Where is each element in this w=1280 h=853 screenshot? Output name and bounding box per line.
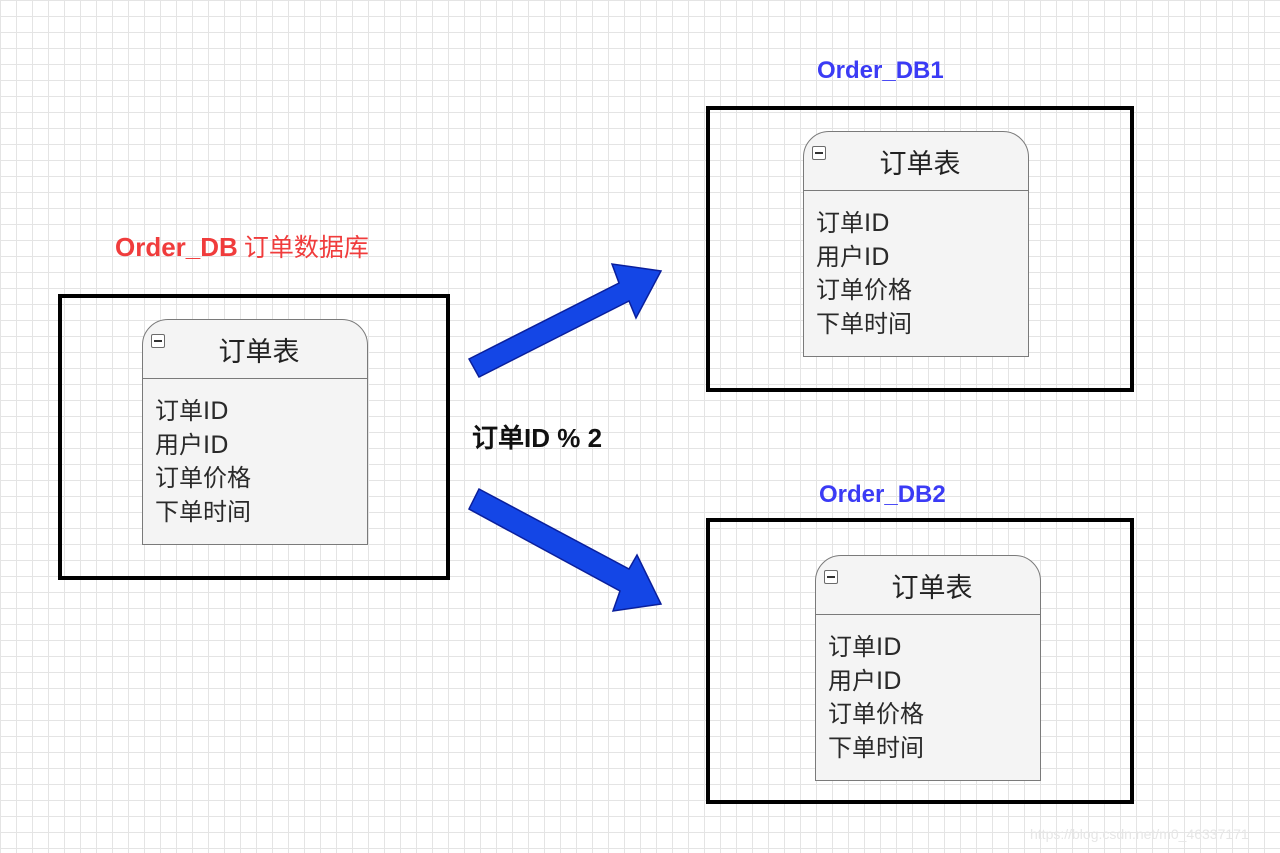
collapse-icon[interactable] <box>151 334 165 348</box>
source-db-description: 订单数据库 <box>243 233 369 262</box>
table-field: 用户ID <box>828 666 902 695</box>
table-field: 订单ID <box>155 397 229 425</box>
table-field: 订单ID <box>828 633 902 661</box>
table-field: 下单时间 <box>828 733 924 762</box>
table-field: 订单价格 <box>155 464 251 492</box>
target-db2-table-title: 订单表 <box>891 572 973 604</box>
target-db2-table-header: 订单表 <box>816 556 1040 615</box>
collapse-icon[interactable] <box>812 146 826 160</box>
target-db2-box <box>706 518 1134 804</box>
table-field: 下单时间 <box>155 497 251 526</box>
table-field: 订单价格 <box>816 276 912 304</box>
collapse-icon[interactable] <box>824 570 838 584</box>
target-db1-box <box>706 106 1134 392</box>
target-db1-table-header: 订单表 <box>804 132 1028 191</box>
target-db1-table-title: 订单表 <box>879 148 961 180</box>
source-table-header: 订单表 <box>143 320 367 379</box>
table-field: 用户ID <box>816 242 890 271</box>
table-field: 下单时间 <box>816 309 912 338</box>
table-field: 用户ID <box>155 430 229 459</box>
source-table-title: 订单表 <box>218 336 300 368</box>
source-table-fields: 订单ID 用户ID 订单价格下单时间 <box>143 379 367 529</box>
source-table-entity[interactable]: 订单表 订单ID 用户ID 订单价格下单时间 <box>142 319 368 545</box>
target-db1-table-entity[interactable]: 订单表 订单ID 用户ID 订单价格下单时间 <box>803 131 1029 357</box>
target-db2-table-entity[interactable]: 订单表 订单ID 用户ID 订单价格下单时间 <box>815 555 1041 781</box>
source-db-name: Order_DB <box>115 232 238 262</box>
table-field: 订单价格 <box>828 700 924 728</box>
arrow-to-db2 <box>468 487 663 612</box>
source-db-box <box>58 294 450 580</box>
shard-rule-label: 订单ID % 2 <box>472 423 603 453</box>
target-db1-label: Order_DB1 <box>817 57 944 84</box>
target-db2-label: Order_DB2 <box>819 481 946 508</box>
table-field: 订单ID <box>816 209 890 237</box>
target-db1-table-fields: 订单ID 用户ID 订单价格下单时间 <box>804 191 1028 341</box>
watermark: https://blog.csdn.net/m0_46337171 <box>1030 826 1249 842</box>
target-db2-table-fields: 订单ID 用户ID 订单价格下单时间 <box>816 615 1040 765</box>
arrow-to-db1 <box>467 263 663 378</box>
